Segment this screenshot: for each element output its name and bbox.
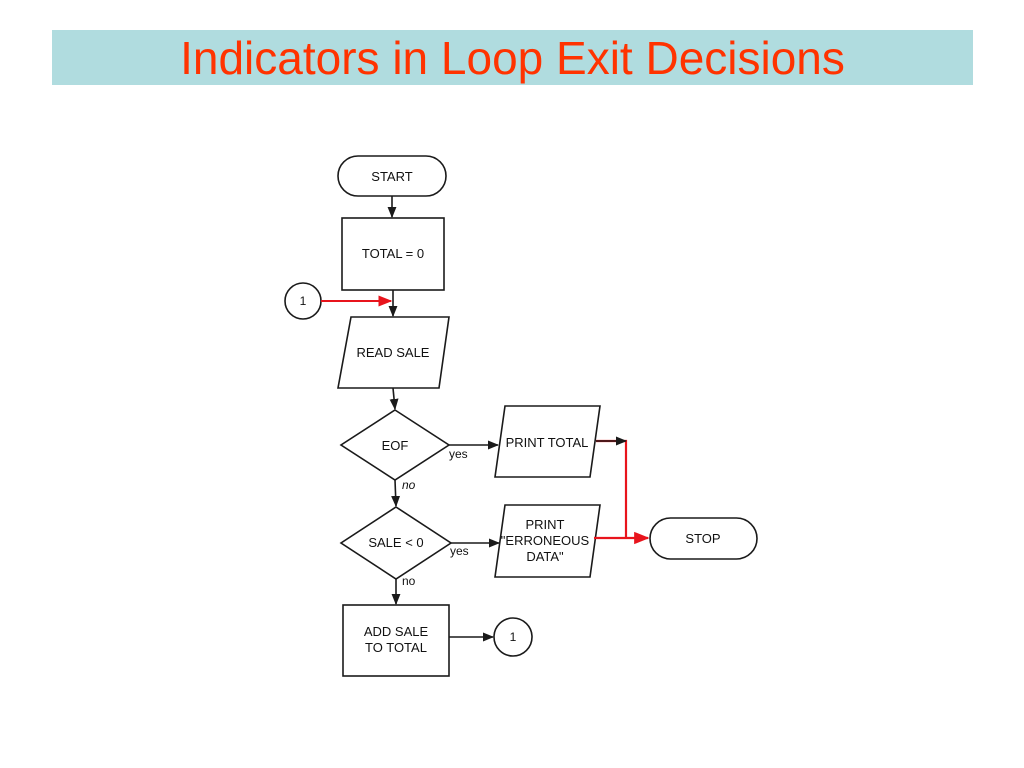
connector-out: 1 bbox=[493, 617, 533, 657]
print-error-line2: "ERRONEOUS bbox=[501, 533, 590, 548]
connector-in: 1 bbox=[284, 282, 322, 320]
start-terminal: START bbox=[337, 155, 447, 197]
read-sale-label: READ SALE bbox=[357, 345, 430, 360]
print-total-io: PRINT TOTAL bbox=[494, 405, 601, 478]
eof-no-label: no bbox=[402, 478, 416, 492]
slide-title: Indicators in Loop Exit Decisions bbox=[180, 31, 845, 84]
eof-yes-label: yes bbox=[449, 447, 468, 461]
stop-label: STOP bbox=[685, 531, 720, 546]
sale-no-label: no bbox=[402, 574, 416, 588]
eof-decision-label: EOF bbox=[382, 438, 409, 453]
total-init-process: TOTAL = 0 bbox=[341, 217, 445, 291]
edge-read-to-eof bbox=[389, 387, 399, 411]
print-error-line3: DATA" bbox=[526, 549, 564, 564]
connector-in-label: 1 bbox=[300, 294, 307, 308]
add-sale-line1: ADD SALE bbox=[364, 624, 429, 639]
read-sale-io: READ SALE bbox=[337, 316, 450, 389]
connector-out-label: 1 bbox=[510, 630, 517, 644]
print-error-line1: PRINT bbox=[526, 517, 565, 532]
add-sale-process: ADD SALE TO TOTAL bbox=[342, 604, 450, 677]
eof-decision: EOF bbox=[339, 409, 451, 481]
start-label: START bbox=[371, 169, 412, 184]
edge-print-total-to-stop bbox=[596, 439, 628, 538]
stop-terminal: STOP bbox=[649, 517, 758, 560]
sale-decision: SALE < 0 bbox=[339, 506, 453, 580]
print-error-io: PRINT "ERRONEOUS DATA" bbox=[494, 504, 601, 578]
sale-decision-label: SALE < 0 bbox=[368, 535, 423, 550]
total-init-label: TOTAL = 0 bbox=[362, 246, 424, 261]
print-total-label: PRINT TOTAL bbox=[506, 435, 589, 450]
add-sale-line2: TO TOTAL bbox=[365, 640, 427, 655]
title-bar: Indicators in Loop Exit Decisions bbox=[52, 30, 973, 85]
edge-eof-no bbox=[391, 479, 401, 508]
sale-yes-label: yes bbox=[450, 544, 469, 558]
